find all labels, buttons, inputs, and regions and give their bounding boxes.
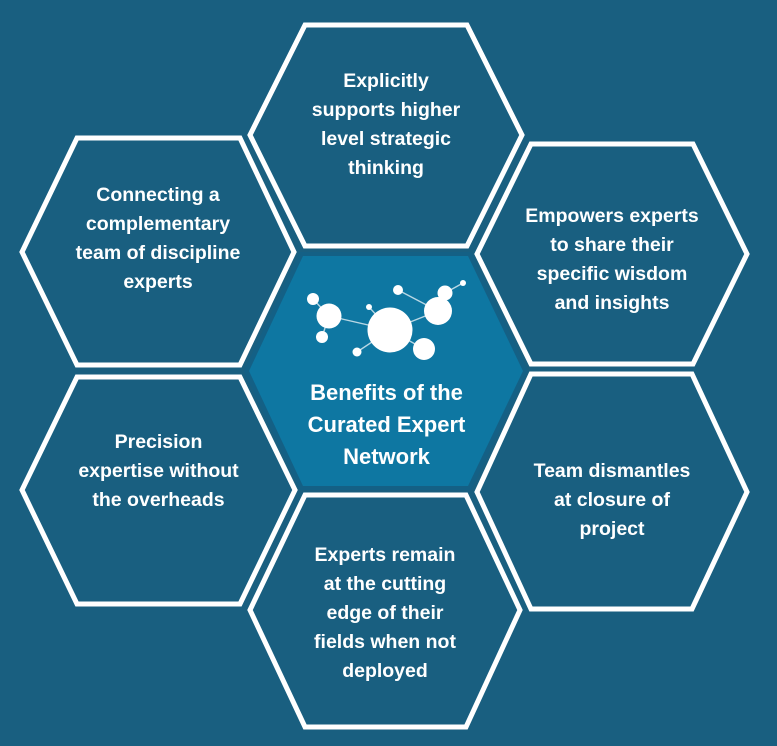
network-node (366, 304, 372, 310)
label-line: the overheads (92, 489, 225, 511)
network-nodes-icon (307, 280, 466, 360)
center-title: Benefits of the Curated Expert Network (245, 377, 528, 473)
hexagon-top (247, 22, 525, 249)
label-line: experts (123, 271, 193, 293)
network-node (316, 303, 342, 329)
label-line: deployed (342, 660, 428, 682)
label-line: specific wisdom (536, 263, 688, 285)
label-line: fields when not (314, 631, 456, 653)
label-line: Team dismantles (533, 460, 691, 482)
label-line: level strategic (320, 128, 452, 150)
hexagon-upper-left (19, 135, 297, 368)
network-node (460, 280, 466, 286)
network-node (393, 285, 403, 295)
label-line: at the cutting (323, 573, 447, 595)
label-line: supports higher (311, 99, 461, 121)
label-line: Explicitly (343, 70, 429, 92)
network-node (367, 307, 413, 353)
label-line: and insights (554, 292, 670, 314)
label-line: Empowers experts (525, 205, 699, 227)
label-line: at closure of (554, 489, 670, 511)
network-node (424, 297, 452, 325)
label-line: Connecting a (96, 184, 220, 206)
label-line: Precision (114, 431, 203, 453)
hexagon-bottom (247, 492, 523, 730)
label-line: expertise without (78, 460, 239, 482)
hexagon-top-label: Explicitly supports higher level strateg… (250, 67, 522, 183)
network-node (352, 347, 362, 357)
label-line: project (579, 518, 645, 540)
label-line: thinking (348, 157, 424, 179)
label-line: complementary (85, 213, 231, 235)
hexagon-lower-left (19, 374, 298, 607)
label-line: to share their (550, 234, 674, 256)
hexagon-lower-left-label: Precision expertise without the overhead… (22, 428, 295, 515)
label-line: team of discipline (75, 242, 241, 264)
label-line: Experts remain (314, 544, 456, 566)
center-title-line: Curated Expert (307, 412, 466, 437)
network-node (413, 338, 435, 360)
hexagon-lower-right-label: Team dismantles at closure of project (477, 457, 747, 544)
hexagon-upper-right (474, 141, 750, 367)
network-node (437, 285, 453, 301)
network-node (316, 331, 328, 343)
label-line: edge of their (326, 602, 444, 624)
center-title-line: Network (343, 444, 430, 469)
center-title-line: Benefits of the (310, 380, 463, 405)
network-node (307, 293, 319, 305)
hexagon-upper-right-label: Empowers experts to share their specific… (477, 202, 747, 318)
hexagon-bottom-label: Experts remain at the cutting edge of th… (250, 541, 520, 686)
hexagon-upper-left-label: Connecting a complementary team of disci… (22, 181, 294, 297)
hexagon-lower-right (474, 371, 750, 612)
